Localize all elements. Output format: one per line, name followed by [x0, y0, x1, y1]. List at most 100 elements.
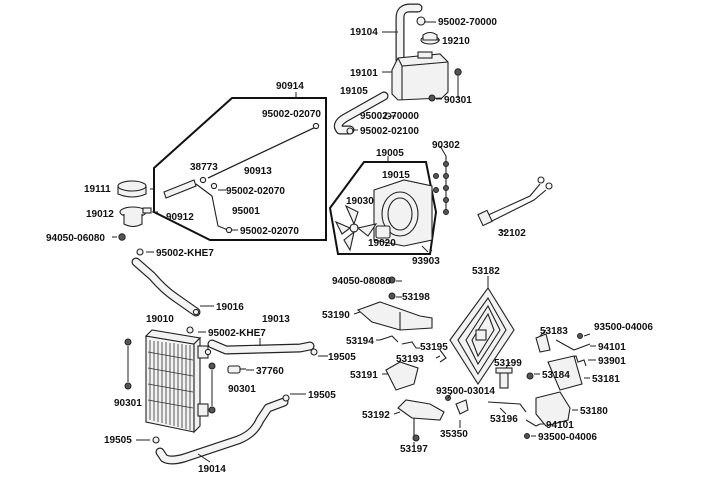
label-19111: 19111 — [84, 184, 111, 195]
label-53193: 53193 — [396, 354, 424, 365]
label-19105: 19105 — [340, 86, 368, 97]
label-95002-02070-c: 95002-02070 — [240, 226, 299, 237]
fan-motor-19020 — [375, 225, 391, 239]
label-93500-04006-b: 93500-04006 — [538, 432, 597, 443]
bolt-53198 — [388, 292, 396, 300]
bracket-90302 — [433, 156, 449, 215]
pipe-90913 — [207, 125, 319, 179]
label-19101: 19101 — [350, 68, 378, 79]
label-95002-02070-a: 95002-02070 — [262, 109, 321, 120]
label-94050-06080: 94050-06080 — [46, 233, 105, 244]
label-93500-03014: 93500-03014 — [436, 386, 495, 397]
hose-19105 — [333, 91, 389, 135]
bracket-53190 — [356, 301, 433, 331]
bolts-90301-radiator — [124, 338, 216, 414]
label-19104: 19104 — [350, 27, 378, 38]
fan-blade-19030 — [334, 204, 378, 252]
screw-53197 — [412, 434, 420, 442]
label-93903: 93903 — [412, 256, 440, 267]
hose-clamps-box — [199, 122, 320, 234]
label-19020: 19020 — [368, 238, 396, 249]
bracket-53180 — [535, 391, 571, 427]
label-90914: 90914 — [276, 81, 304, 92]
hose-19016 — [131, 248, 201, 317]
label-94050-08080: 94050-08080 — [332, 276, 391, 287]
label-19013: 19013 — [262, 314, 290, 325]
label-95002-KHE7-a: 95002-KHE7 — [156, 248, 214, 259]
bracket-94101-bottom — [525, 419, 541, 427]
label-90301-top: 90301 — [444, 95, 472, 106]
box-19005 — [328, 156, 438, 255]
label-95002-KHE7-b: 95002-KHE7 — [208, 328, 266, 339]
hose-19014 — [152, 394, 290, 465]
label-19014: 19014 — [198, 464, 226, 475]
radiator-fins — [147, 340, 194, 430]
part-53199 — [495, 367, 513, 389]
label-53181: 53181 — [592, 374, 620, 385]
screw-93500-04006-top — [577, 333, 583, 339]
label-19030: 19030 — [346, 196, 374, 207]
label-53197: 53197 — [400, 444, 428, 455]
bracket-53192 — [397, 399, 445, 436]
part-53184 — [526, 372, 534, 380]
sensor-37760 — [227, 365, 246, 374]
label-19505-a: 19505 — [328, 352, 356, 363]
label-94101-b: 94101 — [546, 420, 574, 431]
bolt-94050-06080 — [118, 233, 126, 241]
label-53199: 53199 — [494, 358, 522, 369]
label-53183: 53183 — [540, 326, 568, 337]
bolt-94050-08080 — [388, 276, 396, 284]
clips-19105 — [346, 112, 392, 135]
radiator-19010 — [144, 329, 209, 434]
reservoir-tank-19101 — [391, 51, 449, 101]
tank-cap-19210 — [420, 31, 440, 45]
bracket-94101-top — [555, 339, 591, 351]
leader-lines — [112, 21, 596, 463]
label-19210: 19210 — [442, 36, 470, 47]
wire-harness-32102 — [477, 176, 553, 227]
label-53196: 53196 — [490, 414, 518, 425]
bolt-90301-top — [428, 68, 462, 102]
label-19005: 19005 — [376, 148, 404, 159]
label-53180: 53180 — [580, 406, 608, 417]
label-94101-a: 94101 — [598, 342, 626, 353]
label-19015: 19015 — [382, 170, 410, 181]
label-95002-70000-mid: 95002-70000 — [360, 111, 419, 122]
hose-19013 — [186, 326, 318, 356]
clip-53194 — [379, 335, 399, 343]
label-90913: 90913 — [244, 166, 272, 177]
part-53183 — [535, 333, 551, 353]
label-19505-b: 19505 — [308, 390, 336, 401]
label-53198: 53198 — [402, 292, 430, 303]
label-32102: 32102 — [498, 228, 526, 239]
label-53182: 53182 — [472, 266, 500, 277]
label-93500-04006-a: 93500-04006 — [594, 322, 653, 333]
label-53192: 53192 — [362, 410, 390, 421]
filler-neck-19012 — [119, 206, 152, 228]
label-35350: 35350 — [440, 429, 468, 440]
label-19505-c: 19505 — [104, 435, 132, 446]
screw-93500-04006-bottom — [524, 433, 530, 439]
part-labels: 19104 95002-70000 19210 19101 90301 1910… — [46, 17, 653, 475]
label-37760: 37760 — [256, 366, 284, 377]
label-53191: 53191 — [350, 370, 378, 381]
label-90912: 90912 — [166, 212, 194, 223]
label-19016: 19016 — [216, 302, 244, 313]
label-53194: 53194 — [346, 336, 374, 347]
label-19010: 19010 — [146, 314, 174, 325]
rod-53196 — [487, 401, 527, 413]
bracket-53181 — [547, 355, 583, 391]
label-95002-02100: 95002-02100 — [360, 126, 419, 137]
label-90301-mid: 90301 — [228, 384, 256, 395]
label-53195: 53195 — [420, 342, 448, 353]
label-95002-70000-top: 95002-70000 — [438, 17, 497, 28]
filler-cap-19111 — [117, 180, 147, 198]
label-38773: 38773 — [190, 162, 218, 173]
clip-53193 — [439, 349, 447, 363]
pipe-90912 — [163, 179, 229, 231]
label-95002-02070-b: 95002-02070 — [226, 186, 285, 197]
label-90302: 90302 — [432, 140, 460, 151]
clip-53195 — [401, 341, 417, 349]
overflow-hose-19104 — [395, 3, 423, 65]
